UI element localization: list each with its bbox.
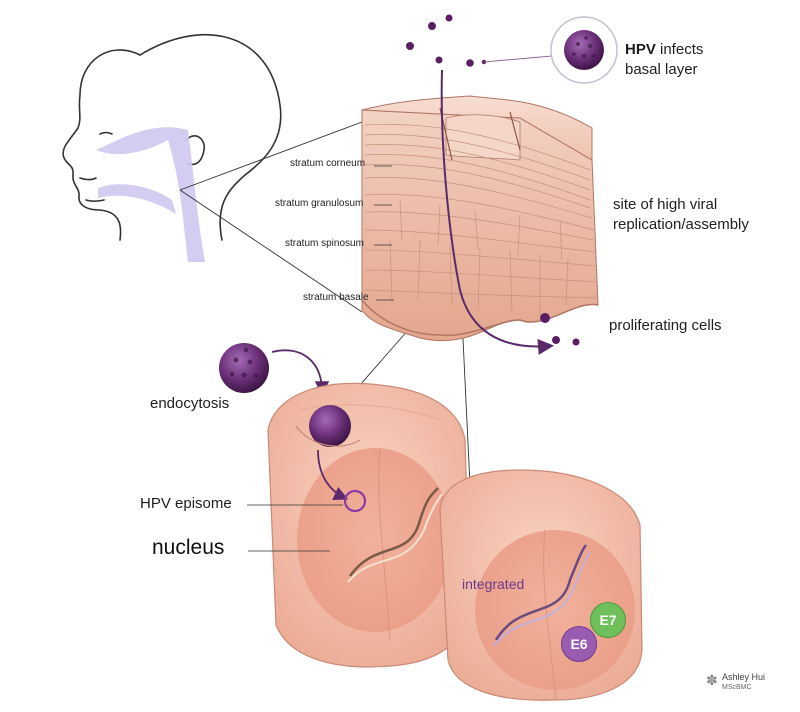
layer-leaders — [374, 165, 394, 301]
cell-episome — [267, 382, 471, 668]
head-profile — [62, 34, 282, 241]
endocytosis-label: endocytosis — [150, 395, 230, 412]
e6-label: E6 — [570, 636, 588, 652]
hpv-bold: HPV — [625, 41, 656, 58]
stratum-basale-label: stratum basale — [303, 292, 369, 303]
stratum-spinosum-label: stratum spinosum — [285, 238, 364, 249]
basal-layer-label: basal layer — [625, 61, 698, 78]
site-label-line1: site of high viral — [613, 196, 718, 213]
infection-path-arrow — [440, 69, 554, 355]
e6-protein: E6 — [561, 626, 597, 662]
e7-protein: E7 — [590, 602, 626, 638]
hpv-callout — [483, 16, 618, 84]
integrated-label: integrated — [462, 576, 525, 592]
endocytosis-virus — [219, 343, 330, 396]
stratum-granulosum-label: stratum granulosum — [275, 198, 364, 209]
e7-label: E7 — [599, 612, 617, 628]
signature-name: Ashley Hui — [722, 672, 766, 682]
viral-particles — [406, 14, 580, 346]
airway — [96, 127, 205, 263]
skin-block — [361, 95, 599, 342]
site-label-line2: replication/assembly — [613, 216, 749, 233]
stratum-corneum-label: stratum corneum — [290, 158, 366, 169]
signature-icon: ✽ — [706, 672, 718, 688]
episome-label: HPV episome — [140, 495, 232, 512]
hpv-infects-label: HPV infects — [625, 40, 703, 60]
proliferating-cells-label: proliferating cells — [609, 317, 722, 334]
signature-credential: MScBMC — [722, 684, 752, 691]
infects-word: infects — [655, 41, 704, 58]
nucleus-label: nucleus — [152, 536, 225, 559]
